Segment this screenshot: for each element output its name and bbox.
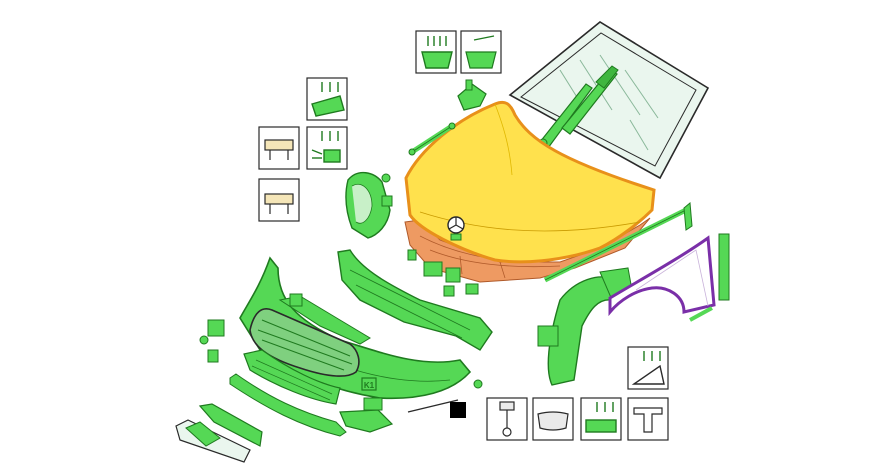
tow-eye-icon [499,401,515,437]
screws-trim-icon [585,402,617,433]
headlamp-left[interactable] [345,172,393,239]
windshield[interactable] [508,21,710,180]
icon-box-lamp-screws[interactable] [306,126,348,170]
svg-text:K1: K1 [364,381,375,390]
side-brackets[interactable] [199,319,483,389]
icon-box-pad-screws[interactable] [306,77,348,121]
sealant-glass-icon [465,35,497,69]
icon-box-trim-screws[interactable] [580,397,622,441]
radiator-grille[interactable] [249,308,360,377]
hood-star-emblem[interactable] [447,216,465,241]
bracket-icon [633,407,663,433]
clip-icon [264,139,294,160]
icon-box-handle[interactable] [532,397,574,441]
icon-box-fender-screws[interactable] [627,346,669,390]
handle-icon [537,411,569,431]
screws-wiper-icon [421,36,453,69]
hood-hinge[interactable] [457,79,487,111]
clip-icon [264,193,294,214]
black-marker-square [450,402,466,418]
lower-grille[interactable] [243,349,341,405]
wiper-arm-right[interactable] [561,65,619,135]
fender-liner[interactable] [537,267,633,386]
hood-gas-strut[interactable] [408,122,456,156]
screws-lamp-icon [311,131,341,163]
icon-box-clip-a[interactable] [258,126,300,170]
fog-lamp-cover[interactable] [339,397,394,433]
hood-panel[interactable] [404,100,656,264]
icon-box-bracket[interactable] [627,397,669,441]
front-fender[interactable] [608,235,716,317]
leader-line [407,399,466,418]
icon-box-clip-b[interactable] [258,178,300,222]
lower-spoiler-trim[interactable] [229,373,347,437]
hood-prop-rod[interactable] [543,202,693,283]
screws-pad-icon [311,82,345,117]
license-plate-bracket[interactable] [175,403,263,463]
icon-box-glass-sealant[interactable] [460,30,502,74]
grille-frame-bracket[interactable] [278,293,371,345]
bracket-marker[interactable]: K1 [361,377,377,391]
screws-fender-icon [631,351,665,385]
bumper-reinforcement[interactable] [337,249,493,351]
hood-latch-parts[interactable] [407,249,479,297]
icon-box-wiper-screws[interactable] [415,30,457,74]
fender-trim-strip[interactable] [689,233,730,322]
icon-box-tow-eye[interactable] [486,397,528,441]
